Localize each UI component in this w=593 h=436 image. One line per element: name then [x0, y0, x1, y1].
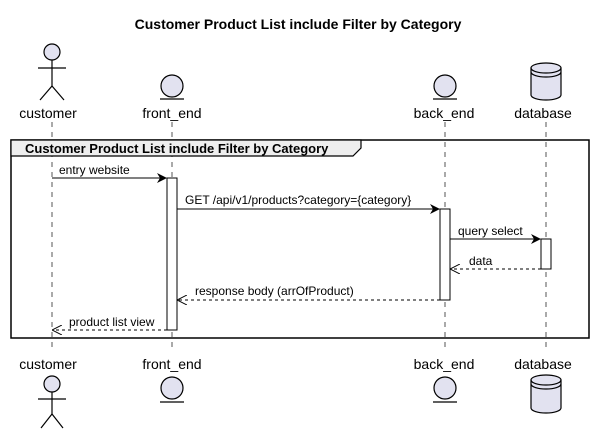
entity-icon [160, 74, 184, 100]
participant-customer-bottom: customer [19, 356, 77, 429]
database-icon [530, 62, 562, 101]
participant-label: back_end [414, 105, 475, 121]
participant-label: customer [19, 356, 77, 372]
participant-customer-top: customer [19, 43, 77, 121]
message-get-products: GET /api/v1/products?category={category} [177, 193, 440, 214]
entity-icon [433, 74, 457, 100]
participant-label: customer [19, 105, 77, 121]
participant-database-top: database [514, 62, 572, 121]
participant-label: front_end [142, 356, 201, 372]
diagram-title: Customer Product List include Filter by … [135, 16, 462, 32]
message-label: data [469, 254, 493, 268]
message-label: query select [458, 224, 523, 238]
database-icon [530, 374, 562, 414]
group-header [10, 139, 362, 157]
participant-back-end-top: back_end [414, 74, 475, 121]
message-entry-website: entry website [52, 163, 167, 183]
participant-front-end-top: front_end [142, 74, 202, 121]
participant-label: back_end [414, 356, 475, 372]
message-query-select: query select [450, 224, 541, 244]
actor-icon [38, 375, 66, 429]
message-label: response body (arrOfProduct) [195, 284, 354, 298]
message-label: product list view [69, 315, 155, 329]
message-product-list-view: product list view [53, 315, 167, 330]
entity-icon [433, 376, 457, 403]
participant-database-bottom: database [514, 356, 572, 414]
group-label: Customer Product List include Filter by … [25, 141, 329, 156]
message-data: data [451, 254, 541, 269]
participant-label: front_end [142, 105, 201, 121]
participant-front-end-bottom: front_end [142, 356, 202, 403]
activation-front-end [166, 177, 178, 331]
message-label: GET /api/v1/products?category={category} [185, 193, 411, 207]
entity-icon [160, 376, 184, 403]
message-label: entry website [59, 163, 130, 177]
activation-back-end [439, 208, 451, 301]
participant-back-end-bottom: back_end [414, 356, 475, 403]
actor-icon [38, 43, 66, 101]
activation-database [540, 238, 552, 270]
message-response-body: response body (arrOfProduct) [178, 284, 440, 300]
participant-label: database [514, 356, 572, 372]
participant-label: database [514, 105, 572, 121]
